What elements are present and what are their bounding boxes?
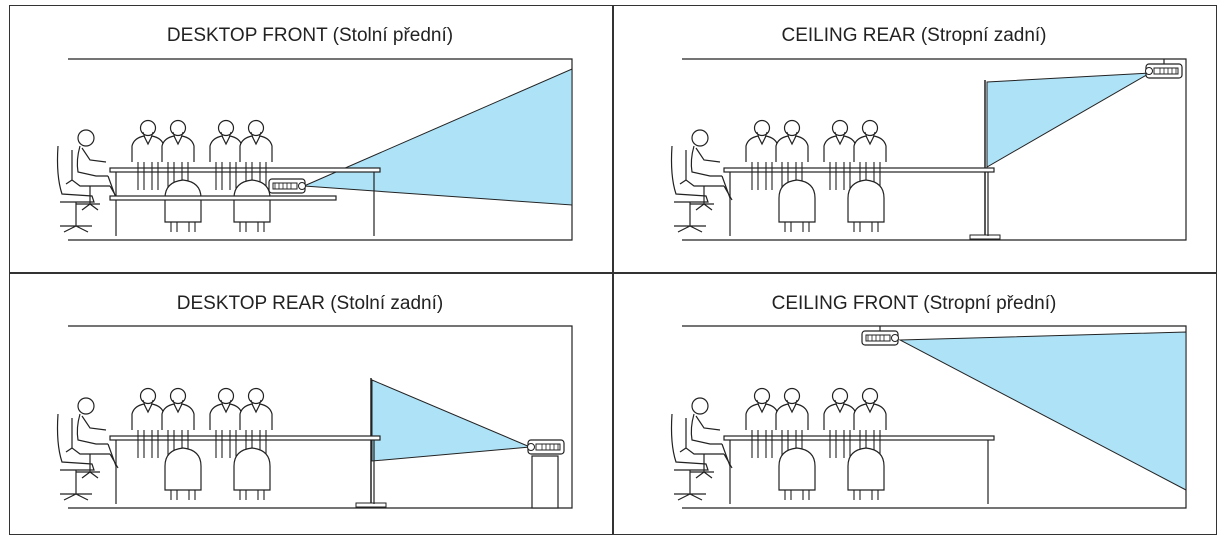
panel-ceiling-front <box>672 325 1187 509</box>
projector-icon <box>1144 63 1183 79</box>
audience-group <box>672 389 995 505</box>
panel-title-ceiling-front: CEILING FRONT (Stropní přední) <box>771 293 1057 314</box>
grid-divider-horizontal <box>9 272 1217 274</box>
panel-ceiling-rear <box>672 58 1187 241</box>
projector-icon <box>861 330 900 346</box>
room-outline <box>682 58 1187 241</box>
projection-screen <box>371 379 531 462</box>
audience-group <box>58 389 381 505</box>
room-outline <box>68 325 573 509</box>
projector-icon <box>268 178 307 194</box>
projection-screen <box>986 72 1151 168</box>
audience-group <box>672 121 995 237</box>
projection-beam <box>303 68 573 206</box>
panel-title-ceiling-rear: CEILING REAR (Stropní zadní) <box>781 25 1047 46</box>
projector-icon <box>526 439 565 455</box>
grid-divider-vertical <box>612 5 614 535</box>
panel-desktop-front <box>58 58 573 241</box>
panel-title-desktop-front: DESKTOP FRONT (Stolní přední) <box>166 25 454 46</box>
projection-beam <box>898 331 1187 491</box>
panel-title-desktop-rear: DESKTOP REAR (Stolní zadní) <box>176 293 444 314</box>
panel-desktop-rear <box>58 325 573 509</box>
